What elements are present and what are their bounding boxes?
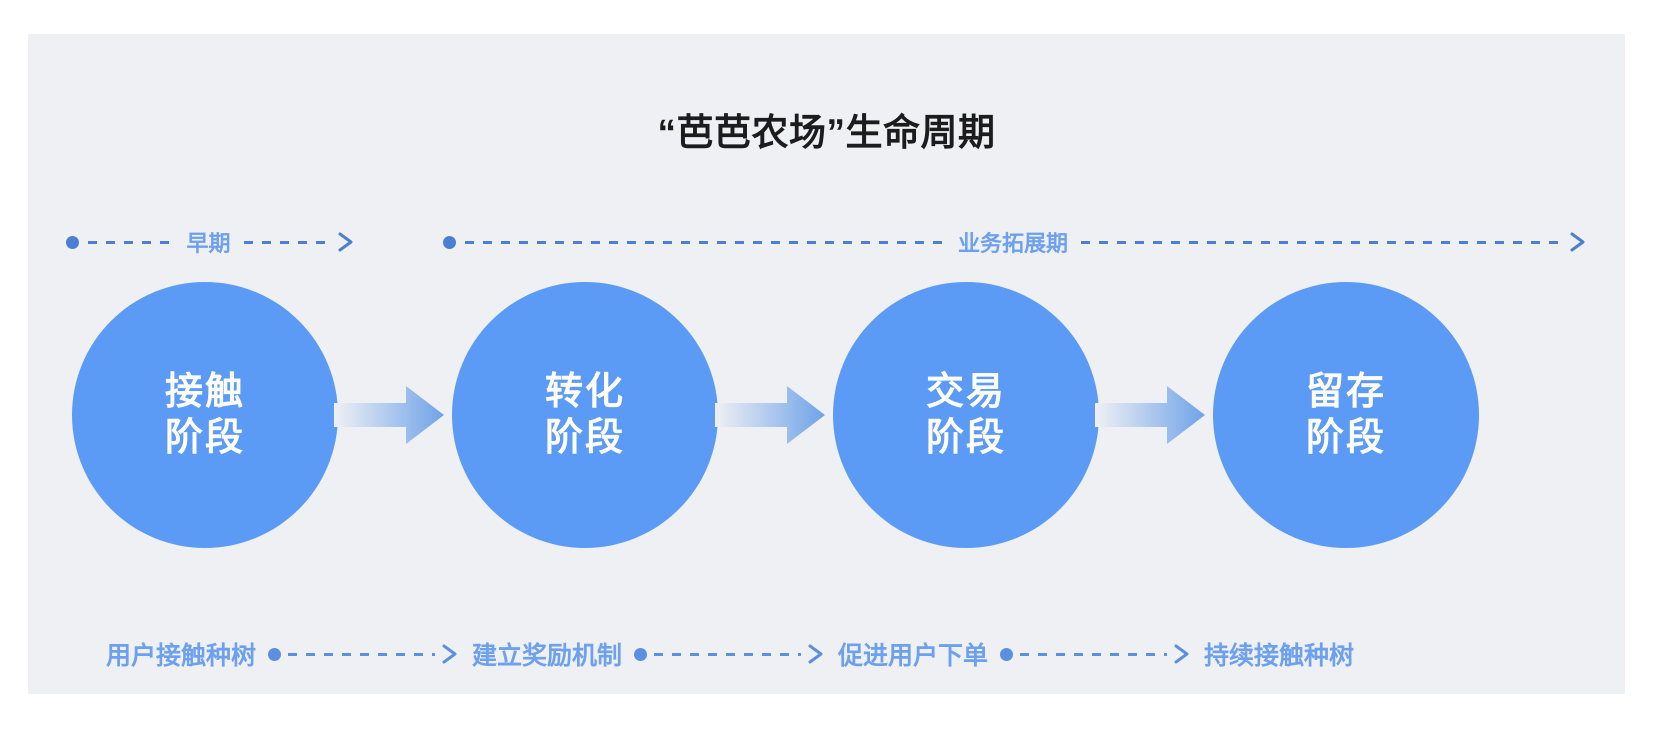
step-connector xyxy=(268,643,460,665)
phase-band: 早期 业务拓展期 xyxy=(28,212,1625,272)
step-label-2: 建立奖励机制 xyxy=(472,642,623,670)
step-dashed-line xyxy=(288,652,436,656)
step-arrow-icon xyxy=(442,644,457,664)
phase-label-early: 早期 xyxy=(186,231,231,256)
step-dot-icon xyxy=(1000,647,1014,661)
stage-circle-line1: 转化 xyxy=(544,370,625,413)
step-dashed-line xyxy=(1020,652,1168,656)
stage-circle-contact[interactable]: 接触 阶段 xyxy=(72,282,338,548)
stage-circle-retention[interactable]: 留存 阶段 xyxy=(1213,282,1479,548)
step-connector xyxy=(634,643,826,665)
step-connector xyxy=(1000,643,1192,665)
stage-circle-conversion[interactable]: 转化 阶段 xyxy=(452,282,718,548)
phase-dashed-line xyxy=(465,240,945,244)
step-labels-row: 用户接触种树 建立奖励机制 促进用户下单 xyxy=(28,624,1625,684)
stage-circle-line1: 接触 xyxy=(164,370,245,413)
phase-early: 早期 xyxy=(66,212,356,272)
phase-dashed-line xyxy=(88,240,174,244)
phase-label-expansion: 业务拓展期 xyxy=(958,231,1069,256)
phase-dashed-line xyxy=(243,240,330,244)
stage-circle-transaction[interactable]: 交易 阶段 xyxy=(833,282,1099,548)
phase-arrow-icon xyxy=(1570,232,1585,252)
phase-dashed-line xyxy=(1081,240,1562,244)
phase-expansion: 业务拓展期 xyxy=(443,212,1588,272)
stage-circle-line2: 阶段 xyxy=(925,417,1006,459)
step-label-4: 持续接触种树 xyxy=(1204,642,1355,670)
step-dashed-line xyxy=(654,652,802,656)
chevron-arrow-icon xyxy=(334,386,444,444)
diagram-title: “芭芭农场”生命周期 xyxy=(657,112,996,153)
phase-arrow-icon xyxy=(338,232,353,252)
phase-start-dot-icon xyxy=(443,235,456,249)
stage-circle-line2: 阶段 xyxy=(544,417,625,459)
chevron-arrow-icon xyxy=(715,386,825,444)
step-dot-icon xyxy=(634,647,648,661)
step-arrow-icon xyxy=(1174,644,1189,664)
step-label-3: 促进用户下单 xyxy=(838,642,989,670)
stage-circle-line2: 阶段 xyxy=(1305,417,1386,459)
chevron-arrow-icon xyxy=(1095,386,1205,444)
step-label-1: 用户接触种树 xyxy=(106,642,257,670)
stage-circles-row: 接触 阶段 转化 阶段 xyxy=(28,282,1625,572)
step-arrow-icon xyxy=(808,644,823,664)
phase-start-dot-icon xyxy=(66,235,79,249)
stage-circle-line1: 留存 xyxy=(1305,370,1386,413)
stage-circle-line2: 阶段 xyxy=(164,417,245,459)
step-dot-icon xyxy=(268,647,282,661)
stage-circle-line1: 交易 xyxy=(925,370,1006,413)
lifecycle-diagram-panel: “芭芭农场”生命周期 早期 业务拓展期 xyxy=(28,34,1625,694)
